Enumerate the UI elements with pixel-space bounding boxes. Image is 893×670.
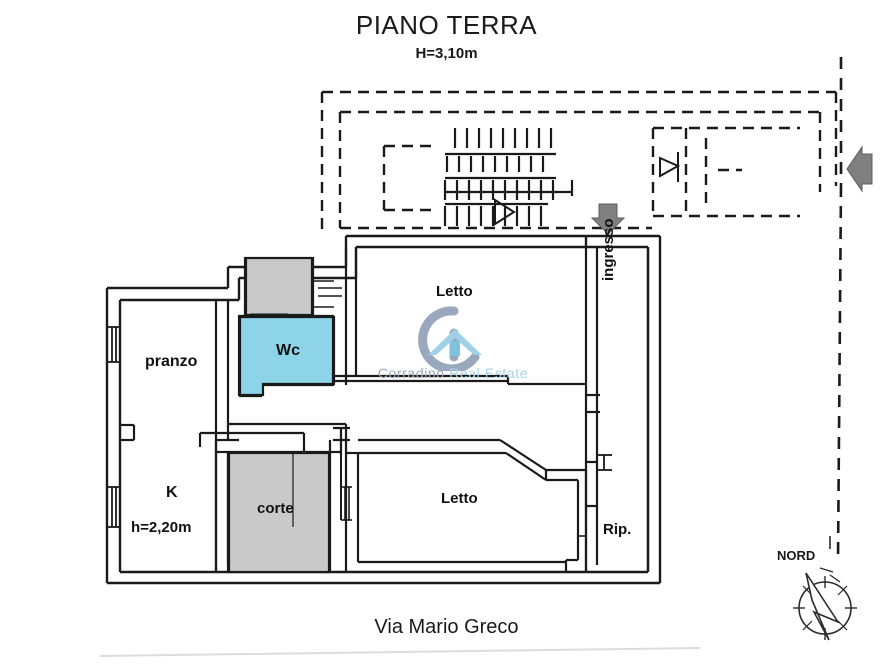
compass-rose-icon [793,567,857,641]
dashed-property-boundary [320,90,838,236]
right-boundary-line [836,57,843,561]
room-fill-wc [240,317,333,395]
room-fills [229,258,333,572]
interior-walls [120,236,650,572]
window-openings [107,326,120,528]
stairs-direction-arrow-icon [494,198,516,226]
fill-outlines [227,256,335,574]
street-baseline [99,647,701,657]
room-fill-corte [229,453,329,572]
room-fill-shaft [246,258,312,315]
entry-arrow-down-icon [590,203,626,235]
door-swing-icon [659,152,681,182]
entry-arrow-left-icon [846,145,873,193]
staircase [443,128,574,226]
